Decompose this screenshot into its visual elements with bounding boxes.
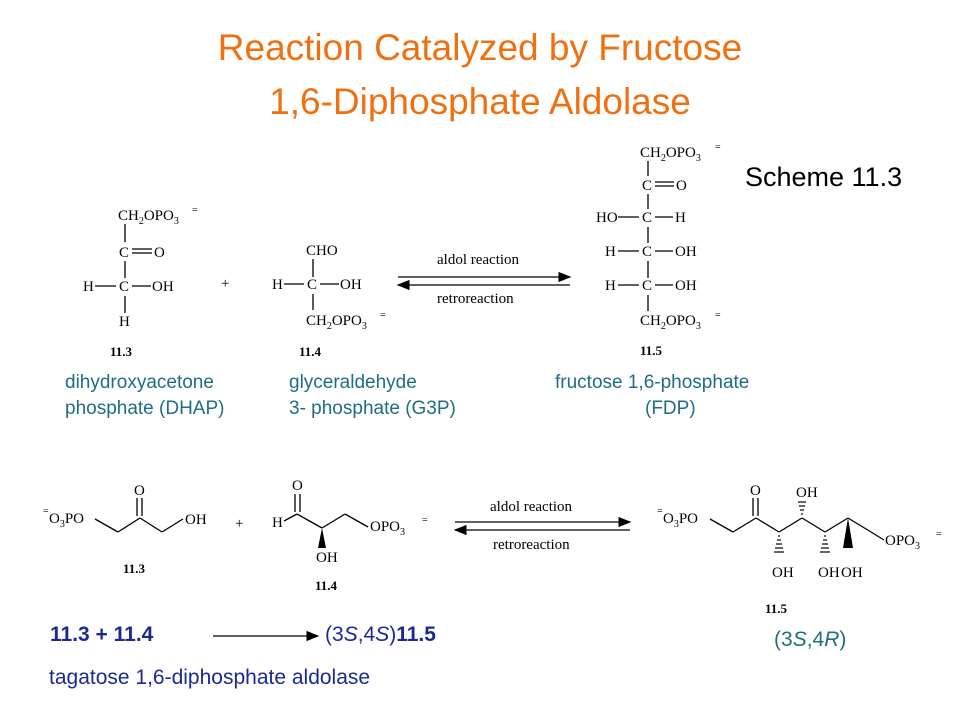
tag-sk-number: 11.5	[765, 601, 788, 616]
dhap-sk-number: 11.3	[123, 561, 146, 576]
equilibrium-arrow-top: aldol reaction retroreaction	[396, 252, 572, 307]
fdp-oh5: OH	[675, 278, 697, 294]
tag-sk-charge-left: =	[657, 506, 663, 517]
tag-sk-o3po: O3PO	[663, 511, 698, 530]
dhap-h-left: H	[83, 279, 94, 295]
name-fdp-line1: fructose 1,6-phosphate	[555, 372, 750, 393]
dhap-compound-number: 11.3	[110, 344, 133, 359]
name-dhap-line1: dihydroxyacetone	[65, 372, 214, 393]
dhap-sk-o3po: O3PO	[49, 511, 84, 530]
g3p-c2: C	[307, 277, 317, 293]
g3p-sk-charge: =	[422, 515, 428, 526]
plus-sign-bottom: +	[235, 516, 243, 532]
structure-fdp-fischer: CH2OPO3 = C O HO C H H C OH H C OH CH2OP…	[596, 142, 721, 358]
dhap-sk-oh: OH	[185, 512, 207, 528]
fdp-h4: H	[605, 244, 616, 260]
structure-dhap-fischer: CH2OPO3 = C O H C OH H 11.3	[83, 205, 198, 359]
g3p-charge: =	[380, 310, 386, 321]
reaction-product: (3S,4S)11.5	[325, 623, 436, 646]
g3p-sk-opo3: OPO3	[370, 519, 405, 538]
fdp-h3: H	[675, 210, 686, 226]
aldol-label-top: aldol reaction	[437, 252, 520, 268]
tag-sk-o: O	[750, 483, 761, 499]
tag-sk-oh6: OH	[841, 565, 863, 581]
dhap-sk-charge: =	[43, 506, 49, 517]
fdp-c5: C	[642, 278, 652, 294]
fdp-charge-bottom: =	[715, 310, 721, 321]
g3p-cho: CHO	[306, 243, 338, 259]
fdp-c4: C	[642, 244, 652, 260]
enzyme-name: tagatose 1,6-diphosphate aldolase	[49, 666, 371, 689]
fdp-o: O	[676, 178, 687, 194]
tag-sk-opo3: OPO3	[885, 533, 920, 552]
reaction-reactants: 11.3 + 11.4	[50, 623, 154, 646]
g3p-sk-o: O	[292, 478, 303, 494]
name-dhap-line2: phosphate (DHAP)	[65, 398, 225, 419]
retro-label-top: retroreaction	[437, 291, 514, 307]
name-g3p-line2: 3- phosphate (G3P)	[289, 398, 456, 419]
plus-sign-top: +	[221, 276, 229, 292]
fdp-charge-top: =	[715, 142, 721, 153]
product-stereo: (3S,4R)	[774, 628, 847, 651]
retro-label-bottom: retroreaction	[493, 537, 570, 553]
dhap-sk-o: O	[134, 483, 145, 499]
name-g3p-line1: glyceraldehyde	[289, 372, 417, 393]
fdp-ho: HO	[596, 210, 618, 226]
dhap-o: O	[154, 245, 165, 261]
page-title-line2: 1,6-Diphosphate Aldolase	[269, 81, 691, 122]
tag-sk-charge-right: =	[936, 529, 942, 540]
g3p-oh: OH	[340, 277, 362, 293]
equilibrium-arrow-bottom: aldol reaction retroreaction	[453, 499, 632, 553]
g3p-sk-number: 11.4	[315, 578, 338, 593]
dhap-c3: C	[119, 279, 129, 295]
dhap-h-bottom: H	[119, 314, 130, 330]
name-fdp-line2: (FDP)	[645, 398, 696, 419]
structure-tagatose-skeletal: = O3PO O OH OH OH	[657, 483, 942, 616]
g3p-compound-number: 11.4	[299, 344, 322, 359]
dhap-c2: C	[119, 245, 129, 261]
structure-dhap-skeletal: = O3PO O OH 11.3	[43, 483, 207, 576]
fdp-h5: H	[605, 278, 616, 294]
fdp-ch2opo3-bottom: CH2OPO3	[640, 313, 701, 332]
fdp-c3: C	[642, 210, 652, 226]
tag-sk-oh4: OH	[796, 485, 818, 501]
tag-sk-oh5: OH	[818, 565, 840, 581]
structure-g3p-fischer: CHO H C OH CH2OPO3 = 11.4	[272, 243, 386, 359]
fdp-ch2opo3-top: CH2OPO3	[640, 145, 701, 164]
structure-g3p-skeletal: O H OH OPO3 = 11.4	[272, 478, 428, 593]
g3p-sk-h: H	[272, 515, 283, 531]
g3p-h: H	[272, 277, 283, 293]
dhap-oh: OH	[152, 279, 174, 295]
tag-sk-oh3: OH	[772, 565, 794, 581]
aldol-label-bottom: aldol reaction	[490, 499, 573, 515]
page-title-line1: Reaction Catalyzed by Fructose	[217, 27, 743, 68]
g3p-sk-oh: OH	[316, 550, 338, 566]
fdp-oh4: OH	[675, 244, 697, 260]
g3p-ch2opo3: CH2OPO3	[306, 313, 367, 332]
dhap-ch2opo3: CH2OPO3	[118, 208, 179, 227]
scheme-label: Scheme 11.3	[745, 162, 903, 192]
fdp-c2: C	[642, 178, 652, 194]
fdp-compound-number: 11.5	[640, 343, 663, 358]
dhap-charge: =	[192, 205, 198, 216]
